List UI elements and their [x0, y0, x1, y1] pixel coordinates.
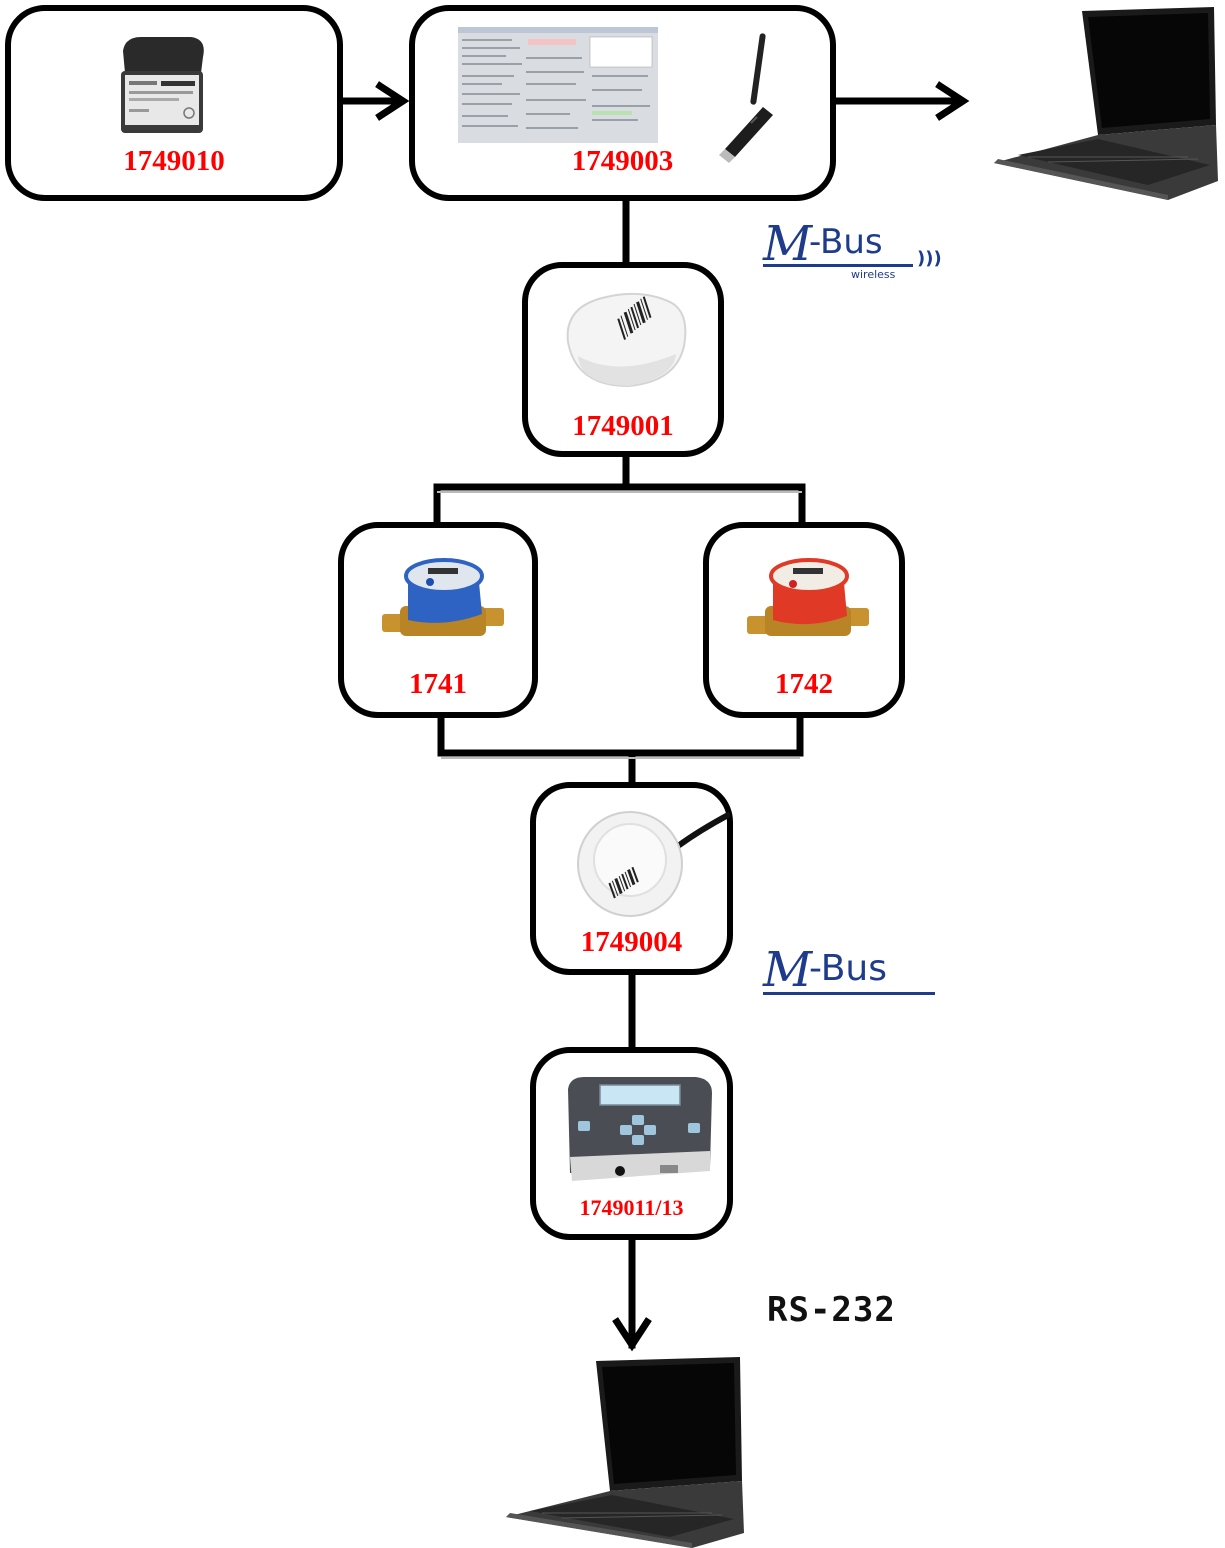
node-code: 1749001: [572, 410, 674, 442]
wireless-waves-icon: ))): [917, 248, 942, 269]
mbus-master-display-unit-image: [568, 1077, 712, 1181]
wmbus-adapter-device-image: [121, 37, 204, 133]
logo-wireless: wireless: [851, 268, 896, 281]
node-code: 1749011/13: [579, 1195, 684, 1220]
node-1749004: 1749004: [530, 782, 733, 975]
node-1741: 1741: [338, 522, 538, 718]
arrowhead-to-laptop: [935, 81, 970, 121]
rs232-label: RS-232: [767, 1290, 896, 1330]
laptop-icon: [506, 1357, 744, 1548]
node-code: 1749010: [123, 145, 225, 177]
node-1749010: 1749010: [5, 5, 343, 201]
mbus-wireless-logo: M -Bus wireless ))): [763, 216, 953, 282]
usb-radio-stick-image: [719, 33, 773, 163]
node-code: 1749004: [580, 926, 683, 958]
node-code: 1742: [775, 668, 833, 700]
node-1749003: 1749003: [409, 5, 836, 201]
software-screenshot-image: [458, 27, 658, 143]
round-radio-module-image: [566, 292, 687, 388]
mbus-wired-logo: M -Bus: [763, 942, 943, 998]
node-1742: 1742: [703, 522, 905, 718]
node-code: 1741: [409, 668, 467, 700]
wired-mbus-module-image: [577, 811, 730, 917]
logo-m: M: [763, 216, 813, 272]
laptop-icon: [994, 7, 1218, 200]
logo-m: M: [763, 942, 813, 998]
cold-water-meter-image: [382, 558, 504, 636]
node-1749011: 1749011/13: [530, 1047, 733, 1240]
hot-water-meter-image: [747, 558, 869, 636]
node-1749001: 1749001: [522, 262, 724, 457]
node-code: 1749003: [571, 145, 674, 177]
logo-bus: -Bus: [809, 222, 883, 262]
arrowhead-to-bottom-laptop: [612, 1317, 652, 1352]
logo-bus: -Bus: [809, 948, 887, 989]
arrowhead-to-1749003: [375, 81, 410, 121]
